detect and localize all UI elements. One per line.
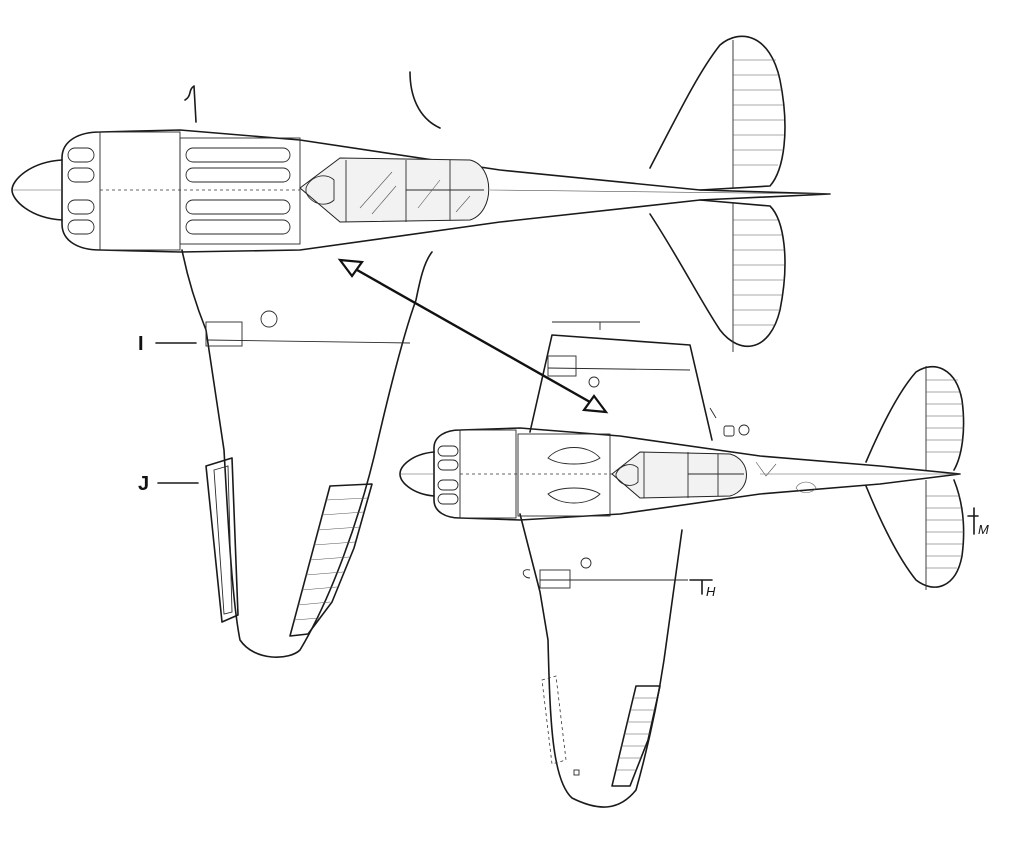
large-upper-wing-stub xyxy=(184,85,197,123)
large-upper-elevator-ribs xyxy=(733,59,784,166)
large-aircraft-plan-view: I J xyxy=(11,35,831,658)
large-upper-stabilizer xyxy=(649,35,786,191)
small-lower-station-plate xyxy=(539,569,571,589)
large-aileron-ribs xyxy=(293,497,369,621)
small-station-label-m: M xyxy=(978,522,989,537)
large-canopy-frames xyxy=(345,160,484,222)
comparison-arrow xyxy=(337,258,609,414)
small-upper-port xyxy=(588,376,600,388)
large-exhaust-panel xyxy=(179,137,301,245)
comparison-arrowhead-end xyxy=(581,394,609,414)
small-upper-station-line xyxy=(547,367,691,371)
small-upper-station-plate xyxy=(547,355,577,377)
large-lower-stabilizer xyxy=(649,199,786,347)
small-lower-aileron xyxy=(611,685,661,787)
large-windscreen xyxy=(305,175,335,205)
large-cowling xyxy=(99,131,181,251)
small-exhaust-upper xyxy=(547,447,601,465)
large-flap-inner xyxy=(213,465,233,615)
small-canopy-frames xyxy=(643,452,744,498)
large-flap xyxy=(205,457,239,623)
small-cowl-scoops xyxy=(437,445,459,505)
small-lower-aileron-ribs xyxy=(615,697,657,771)
small-lower-wing xyxy=(519,513,683,808)
small-fuselage-markings xyxy=(755,461,960,493)
small-canopy xyxy=(611,451,747,499)
small-upper-wing-details xyxy=(709,407,750,437)
small-aircraft-plan-view: H M xyxy=(399,321,989,808)
small-lower-elevator-ribs xyxy=(926,495,964,569)
large-station-label-j: J xyxy=(138,473,149,495)
small-lower-tip-marker xyxy=(573,769,580,776)
small-exhaust-lower xyxy=(547,487,601,504)
large-exhaust-slots xyxy=(185,147,291,235)
small-windscreen xyxy=(615,464,639,486)
comparison-arrow-shaft xyxy=(349,264,598,408)
large-wing-port xyxy=(260,310,278,328)
small-station-label-h: H xyxy=(706,584,716,599)
large-centerline xyxy=(489,189,831,195)
large-station-plate xyxy=(205,321,243,347)
small-station-marker-m xyxy=(967,507,979,535)
small-upper-stabilizer xyxy=(865,366,965,471)
large-upper-wing-root xyxy=(409,71,441,129)
small-upper-wing xyxy=(529,334,713,441)
large-wing-outline xyxy=(181,249,433,658)
large-aileron xyxy=(289,483,373,637)
small-station-marker-h xyxy=(689,579,713,595)
small-lower-port xyxy=(580,557,592,569)
large-station-line-upper xyxy=(207,339,411,344)
large-cowl-scoops xyxy=(67,147,95,235)
small-exhaust-panel xyxy=(517,433,611,517)
small-lower-stabilizer xyxy=(865,479,965,588)
large-fuselage xyxy=(61,129,831,253)
small-lower-hook xyxy=(522,569,531,579)
comparison-arrowhead-start xyxy=(337,258,365,278)
large-lower-elevator-ribs xyxy=(733,219,784,326)
large-station-label-i: I xyxy=(138,333,144,355)
small-upper-wing-tip-marker xyxy=(552,321,640,330)
small-fuselage xyxy=(433,427,961,521)
small-upper-elevator-ribs xyxy=(926,379,964,453)
large-canopy xyxy=(299,157,490,223)
